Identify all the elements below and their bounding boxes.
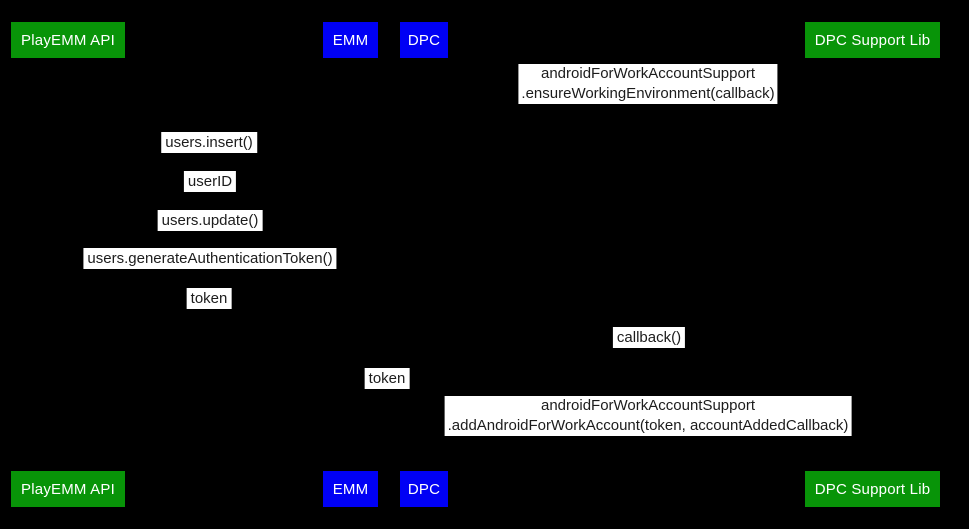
actor-playemm-api-top: PlayEMM API: [11, 22, 125, 58]
actor-emm-top: EMM: [323, 22, 378, 58]
message-line: .ensureWorkingEnvironment(callback): [521, 85, 775, 102]
message-callback: callback(): [612, 327, 686, 348]
actor-dpc-top: DPC: [400, 22, 448, 58]
actor-dpc-support-lib-bottom: DPC Support Lib: [805, 471, 940, 507]
actor-playemm-api-bottom: PlayEMM API: [11, 471, 125, 507]
message-line: .addAndroidForWorkAccount(token, account…: [447, 417, 849, 434]
message-add-android-for-work-account: androidForWorkAccountSupport .addAndroid…: [444, 396, 852, 436]
message-line: androidForWorkAccountSupport: [540, 65, 755, 82]
message-users-update: users.update(): [157, 210, 263, 231]
message-token-response: token: [186, 288, 232, 309]
message-users-insert: users.insert(): [161, 132, 257, 153]
message-generate-authentication-token: users.generateAuthenticationToken(): [83, 248, 337, 269]
message-ensure-working-environment: androidForWorkAccountSupport .ensureWork…: [518, 64, 778, 104]
actor-dpc-bottom: DPC: [400, 471, 448, 507]
actor-dpc-support-lib-top: DPC Support Lib: [805, 22, 940, 58]
message-user-id: userID: [183, 171, 237, 192]
message-line: androidForWorkAccountSupport: [541, 397, 755, 414]
actor-emm-bottom: EMM: [323, 471, 378, 507]
message-token-forward: token: [364, 368, 410, 389]
